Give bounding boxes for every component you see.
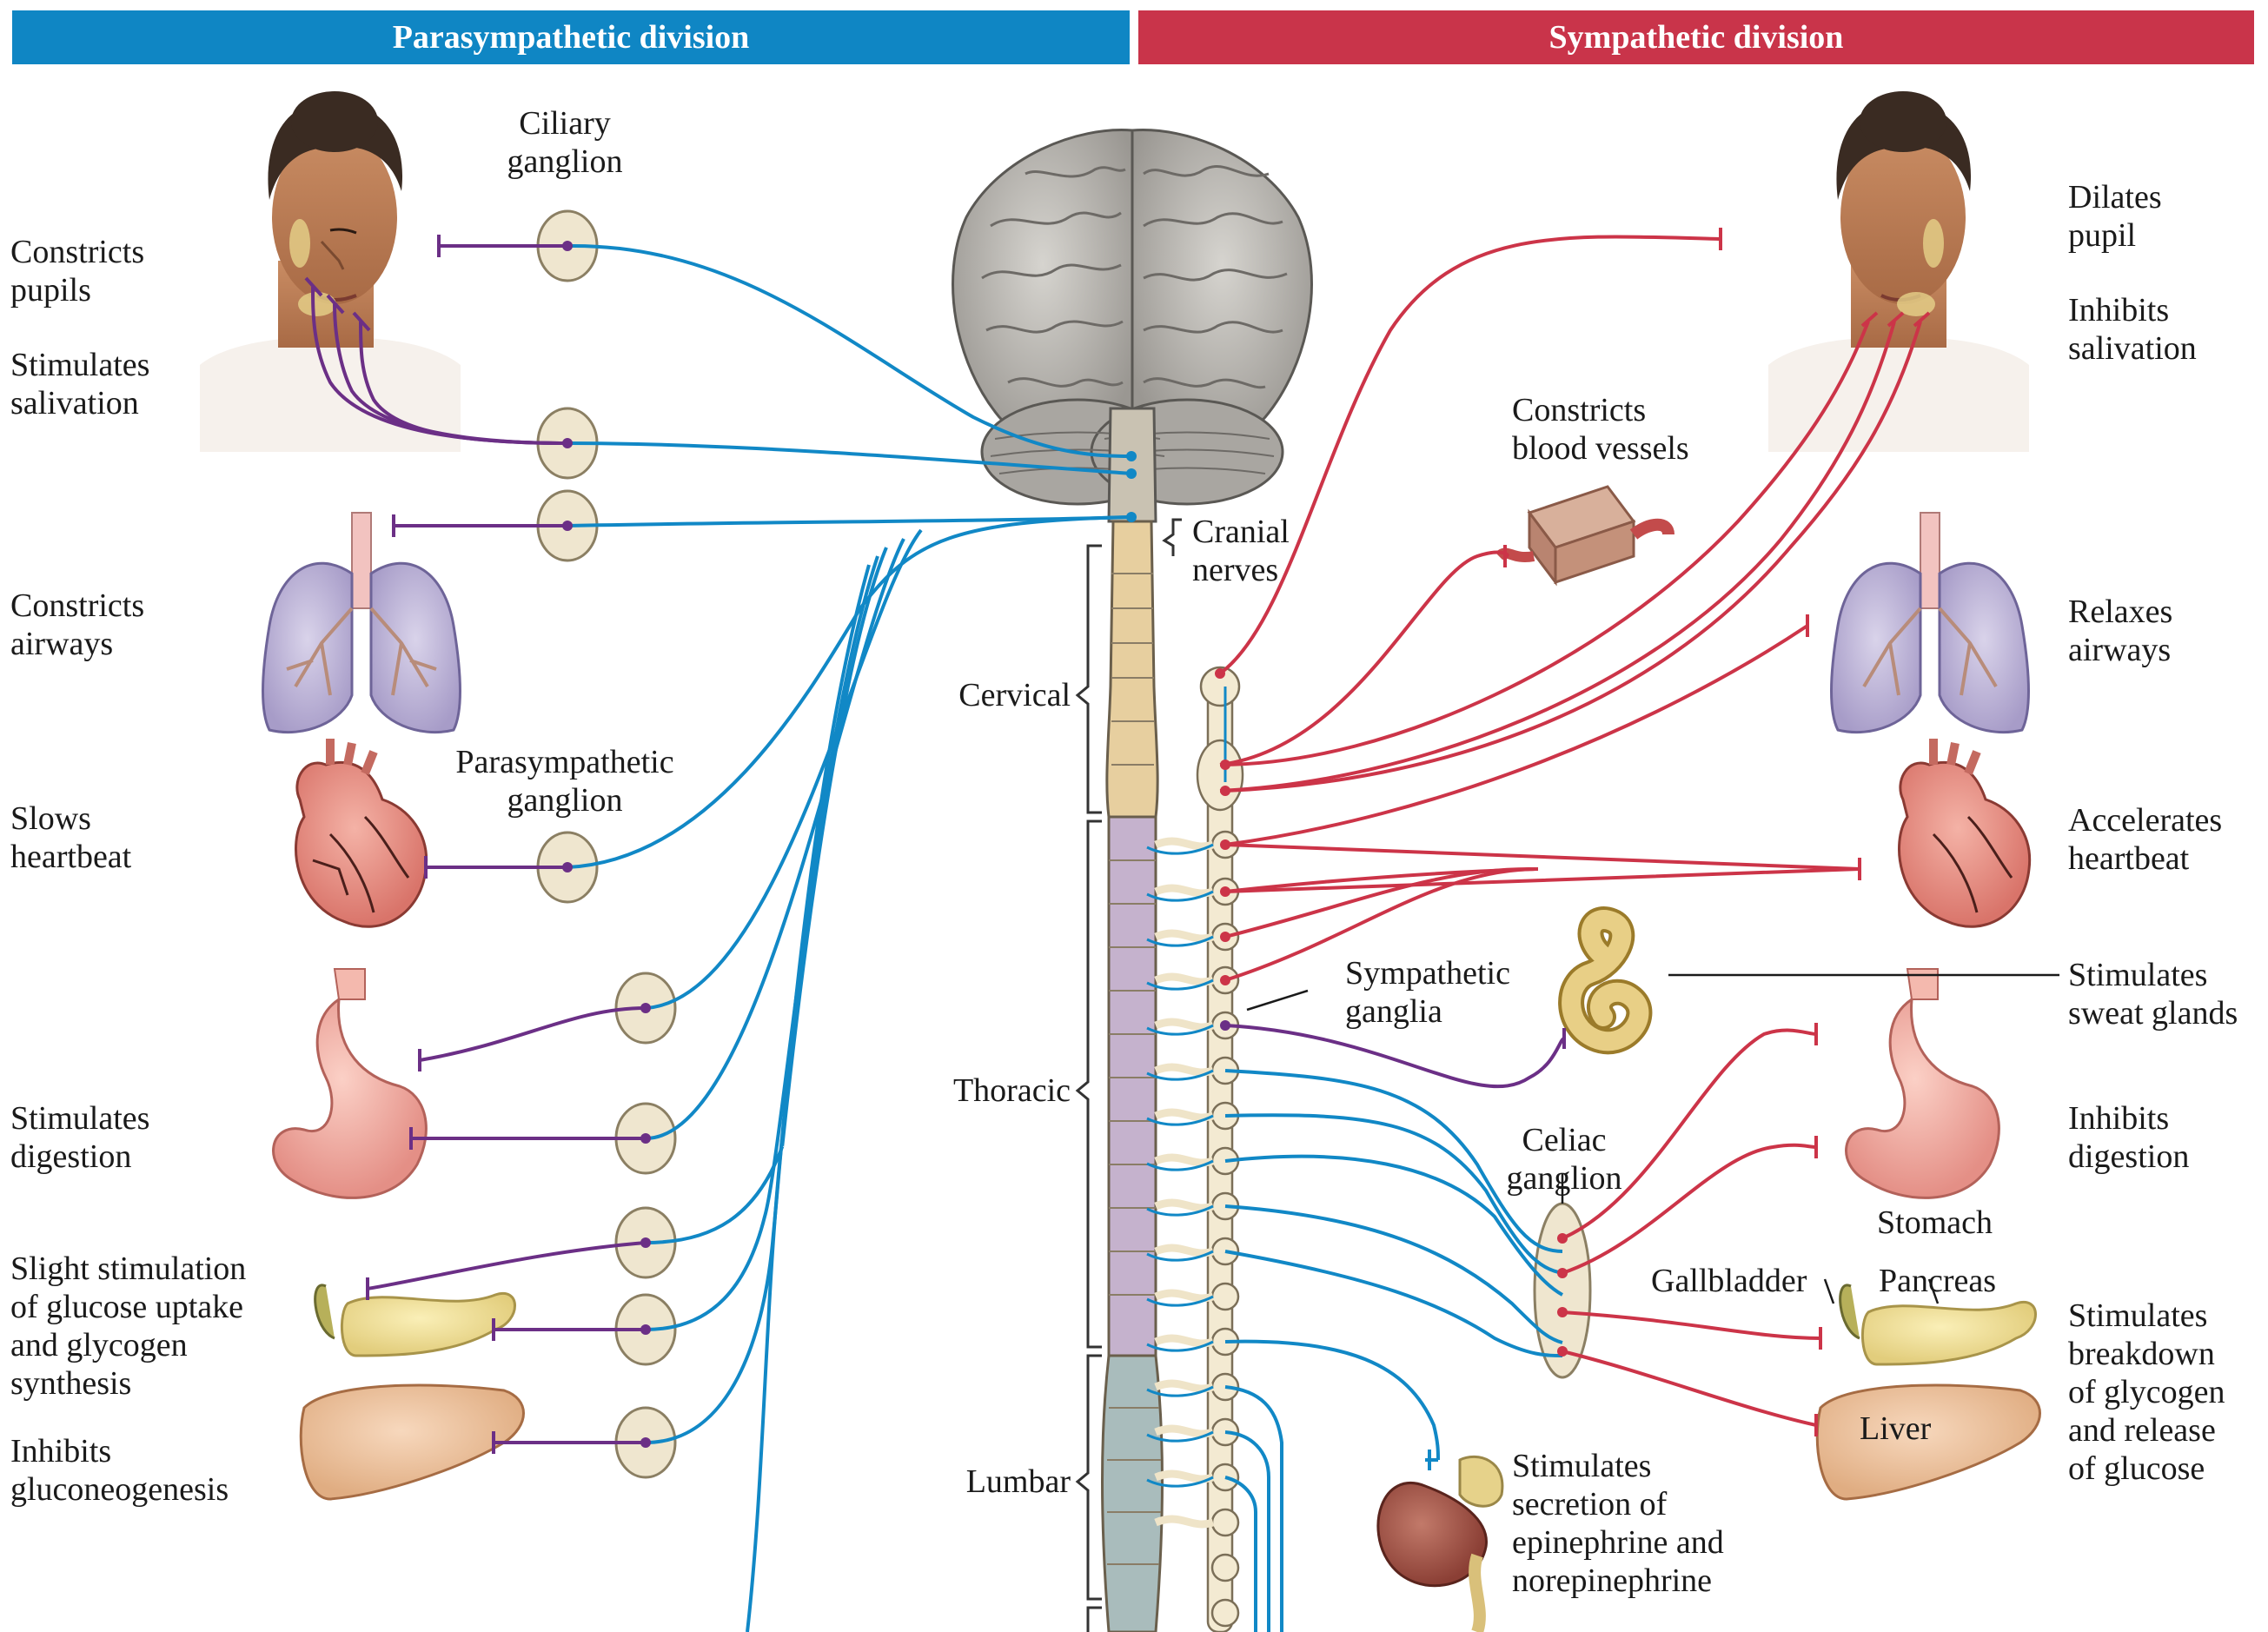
label-sympathetic-ganglia: Sympathetic ganglia <box>1345 955 1510 1030</box>
leader-lines <box>1246 973 2059 1304</box>
label-relaxes-airways: Relaxes airways <box>2068 594 2173 668</box>
parasympathetic-terminals <box>304 235 495 1454</box>
adrenal-terminal <box>1425 1450 1438 1470</box>
label-constricts-airways: Constricts airways <box>10 587 145 662</box>
gallbladder-pancreas-right <box>1839 1284 2037 1366</box>
sympathetic-synapse-dots <box>1215 668 1568 1357</box>
lungs-illustration-right <box>1830 512 2030 734</box>
segment-brackets <box>1075 518 1182 1632</box>
liver-illustration-left <box>299 1383 525 1501</box>
sympathetic-header: Sympathetic division <box>1138 10 2254 64</box>
label-lumbar: Lumbar <box>965 1463 1071 1500</box>
adrenal-kidney-illustration <box>1376 1455 1504 1632</box>
label-accelerates-heartbeat: Accelerates heartbeat <box>2068 802 2223 877</box>
parasympathetic-preganglionic-fibers <box>567 243 1132 1632</box>
label-stomach: Stomach <box>1877 1204 1993 1241</box>
stomach-illustration-left <box>272 968 428 1199</box>
label-stimulates-digestion: Stimulates digestion <box>10 1100 150 1175</box>
lungs-illustration-left <box>262 512 461 734</box>
label-glycogen-breakdown: Stimulates breakdown of glycogen and rel… <box>2068 1297 2225 1487</box>
label-adrenal-secretion: Stimulates secretion of epinephrine and … <box>1512 1448 1724 1599</box>
label-pancreas: Pancreas <box>1879 1263 1997 1299</box>
brain-illustration <box>952 129 1313 523</box>
label-constricts-blood-vessels: Constricts blood vessels <box>1512 392 1689 467</box>
spinal-rami-blue <box>1146 687 1227 1488</box>
sympathetic-postganglionic-fibers <box>1218 235 1922 1427</box>
label-thoracic: Thoracic <box>952 1072 1071 1109</box>
label-inhibits-salivation: Inhibits salivation <box>2068 292 2197 367</box>
label-glucose-uptake: Slight stimulation of glucose uptake and… <box>10 1251 247 1402</box>
heart-illustration-right <box>1897 739 2032 928</box>
sweat-gland-illustration <box>1558 906 1653 1055</box>
label-stimulates-sweat-glands: Stimulates sweat glands <box>2068 957 2238 1032</box>
parasympathetic-synapse-dots <box>562 241 651 1448</box>
stomach-illustration-right <box>1845 968 2000 1199</box>
sympathetic-preganglionic-fibers <box>1224 1069 1563 1632</box>
label-inhibits-digestion: Inhibits digestion <box>2068 1100 2190 1175</box>
sympathetic-terminals <box>1503 228 1931 1436</box>
label-stimulates-salivation-left: Stimulates salivation <box>10 347 150 421</box>
blood-vessel-illustration <box>1495 485 1674 587</box>
label-gallbladder: Gallbladder <box>1651 1263 1807 1299</box>
label-slows-heartbeat: Slows heartbeat <box>10 800 132 875</box>
heart-illustration-left <box>294 739 428 928</box>
woman-illustration-left <box>200 91 461 452</box>
label-ciliary-ganglion: Ciliary ganglion <box>507 105 623 180</box>
label-cervical: Cervical <box>958 677 1071 713</box>
sympathetic-chain <box>1196 666 1244 1632</box>
sweat-synapse-dot <box>1220 1020 1230 1031</box>
woman-illustration-right <box>1768 91 2029 452</box>
parasympathetic-header: Parasympathetic division <box>12 10 1130 64</box>
spinal-cord <box>1101 520 1164 1632</box>
gallbladder-pancreas-left <box>314 1284 516 1357</box>
label-liver: Liver <box>1860 1410 1932 1447</box>
label-parasympathetic-ganglion: Parasympathetic ganglion <box>455 744 674 819</box>
label-cranial-nerves: Cranial nerves <box>1192 514 1290 588</box>
spinal-rami <box>1154 837 1215 1529</box>
parasympathetic-postganglionic-fibers <box>311 244 647 1444</box>
label-inhibits-gluconeogenesis: Inhibits gluconeogenesis <box>10 1433 229 1508</box>
cranial-nerve-dots <box>1126 451 1137 522</box>
label-celiac-ganglion: Celiac ganglion <box>1506 1122 1622 1197</box>
sympathetic-sweat-fiber <box>1224 1024 1566 1089</box>
label-constricts-pupils: Constricts pupils <box>10 234 145 308</box>
label-dilates-pupil: Dilates pupil <box>2068 179 2162 254</box>
liver-illustration-right <box>1815 1383 2041 1501</box>
